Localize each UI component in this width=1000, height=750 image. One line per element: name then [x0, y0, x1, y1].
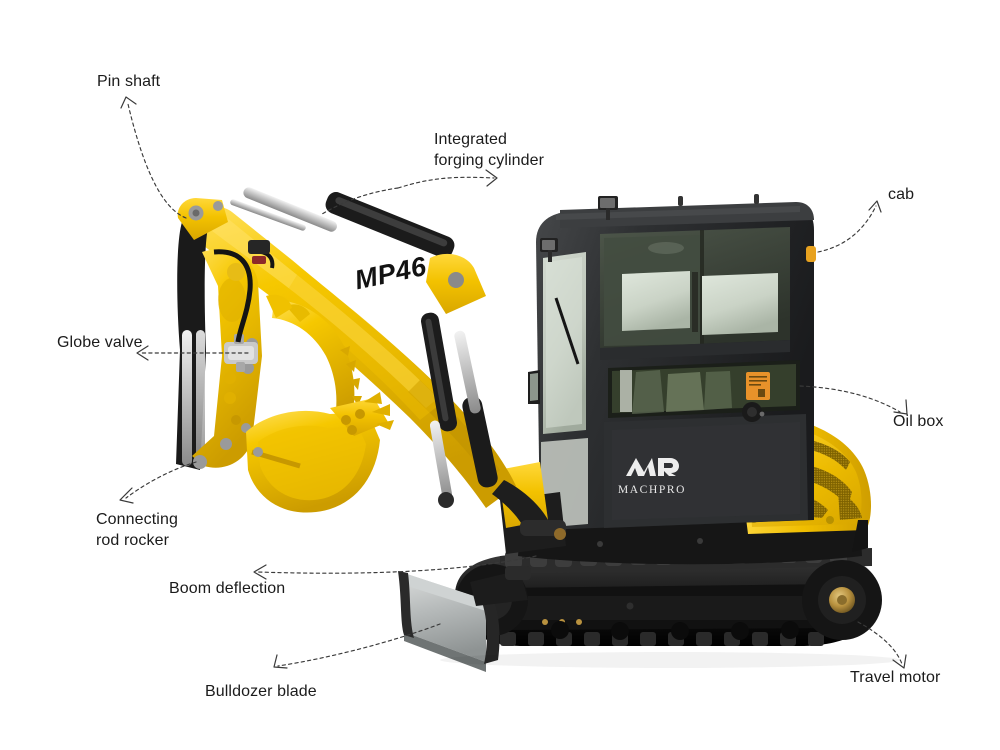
brand-logo: MACHPRO [612, 456, 692, 496]
brand-logo-word: MACHPRO [617, 484, 687, 496]
callout-connecting-rod-rocker: Connecting rod rocker [96, 511, 178, 549]
work-light-right [598, 196, 618, 220]
operator-cab [528, 194, 816, 530]
boom-assembly [176, 187, 566, 554]
callout-pin-shaft: Pin shaft [97, 73, 161, 90]
callout-oil-box: Oil box [893, 413, 944, 430]
boom-lower-link [492, 480, 552, 532]
hydraulic-hose [213, 249, 253, 343]
hose-manifold [248, 240, 270, 254]
cab-side-window-left [622, 271, 690, 331]
arm-cylinder [420, 312, 458, 508]
roof-fitting-b [754, 194, 759, 204]
boom-chrome-rod [230, 199, 306, 231]
callout-bulldozer-blade: Bulldozer blade [205, 683, 317, 700]
boom-lift-cylinder [454, 330, 498, 488]
callout-boom-deflection: Boom deflection [169, 580, 286, 597]
cover-bolt-right [826, 516, 834, 524]
work-light-left [540, 238, 558, 262]
windshield-wiper [554, 297, 580, 365]
stick-chrome-rod [182, 330, 192, 466]
blade-edge-left [398, 571, 414, 638]
vent-lower-right [838, 492, 862, 520]
rocker-lower-pin [193, 455, 207, 469]
roof-fitting-a [678, 196, 683, 206]
callout-globe-valve: Globe valve [57, 334, 143, 351]
bucket-teeth [364, 392, 394, 430]
excavator-bucket [246, 392, 394, 513]
callout-integrated-forging-cylinder: Integrated forging cylinder [434, 131, 545, 169]
machpro-mark-icon [626, 458, 679, 476]
cab-side-marker [806, 246, 816, 262]
pin-shaft-joint [177, 198, 228, 240]
hydraulic-thumb [266, 294, 362, 436]
blade-side-right [480, 596, 500, 664]
cab-door-rail [600, 340, 790, 360]
track-rollers [551, 621, 799, 640]
cab-side-window-right [702, 273, 778, 335]
callout-cab: cab [888, 186, 915, 203]
callout-travel-motor: Travel motor [850, 669, 941, 686]
cab-interior-seat [620, 370, 732, 414]
